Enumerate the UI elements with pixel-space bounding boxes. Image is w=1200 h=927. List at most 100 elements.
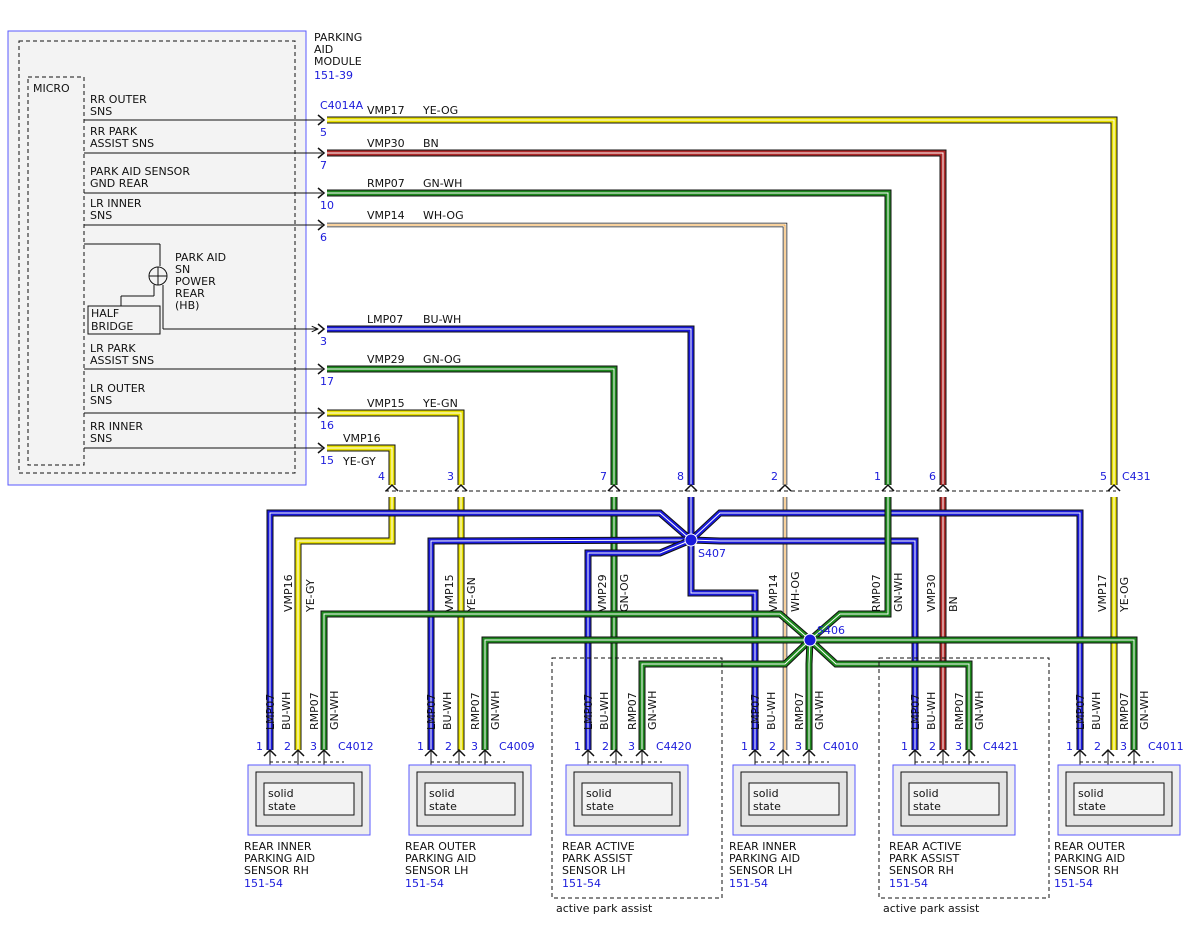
sensor-state-text: state bbox=[913, 800, 941, 813]
svg-text:HALF: HALF bbox=[91, 307, 119, 320]
wire-rmp07-s1 bbox=[481, 636, 810, 750]
wire-rmp07-s5 bbox=[810, 636, 1138, 750]
module-pin-function: SNS bbox=[90, 209, 112, 222]
sensor-ref: 151-54 bbox=[562, 877, 601, 890]
vertical-color-label: YE-GN bbox=[465, 577, 478, 613]
c431-pin-number: 8 bbox=[677, 470, 684, 483]
c431-pin-number: 2 bbox=[771, 470, 778, 483]
c431-pin-number: 5 bbox=[1100, 470, 1107, 483]
wire-vmp17 bbox=[327, 116, 1118, 485]
sensor-wire-circuit: LMP07 bbox=[264, 694, 277, 730]
c431-pin-arrow-icon bbox=[936, 483, 950, 492]
svg-text:151-39: 151-39 bbox=[314, 69, 353, 82]
svg-text:AID: AID bbox=[314, 43, 333, 56]
module-inner-dashed bbox=[18, 40, 296, 474]
sensor-name-line: REAR OUTER bbox=[405, 840, 477, 853]
sensor-ref: 151-54 bbox=[729, 877, 768, 890]
sensor-wire-color: GN-WH bbox=[489, 691, 502, 730]
module-pin-function: ASSIST SNS bbox=[90, 137, 154, 150]
vertical-circuit-label: VMP30 bbox=[925, 574, 938, 612]
sensor-wire-color: BU-WH bbox=[765, 692, 778, 730]
svg-text:SN: SN bbox=[175, 263, 190, 276]
vertical-circuit-label: VMP29 bbox=[596, 574, 609, 612]
sensor-pin-number: 1 bbox=[1066, 740, 1073, 753]
wire-color-label: GN-WH bbox=[423, 177, 462, 190]
pin-arrow-icon bbox=[317, 407, 326, 419]
sensor-pin-number: 1 bbox=[901, 740, 908, 753]
sensor-solid-state-box bbox=[908, 782, 1000, 816]
connector-c431-label: C431 bbox=[1122, 470, 1151, 483]
wire-rmp07 bbox=[327, 189, 892, 485]
sensor-wire-color: GN-WH bbox=[973, 691, 986, 730]
sensor-wire-color: GN-WH bbox=[328, 691, 341, 730]
sensor-c4009 bbox=[408, 764, 532, 836]
sensor-name-line: SENSOR RH bbox=[889, 864, 954, 877]
sensor-c4010 bbox=[732, 764, 856, 836]
module-pin-function: SNS bbox=[90, 394, 112, 407]
vertical-circuit-label: RMP07 bbox=[870, 574, 883, 612]
sensor-name-line: PARKING AID bbox=[405, 852, 476, 865]
pin-arrow-icon bbox=[317, 442, 326, 454]
sensor-name-line: REAR ACTIVE bbox=[562, 840, 635, 853]
vertical-color-label: GN-OG bbox=[618, 574, 631, 612]
sensor-pin-number: 3 bbox=[628, 740, 635, 753]
module-pin-number: 7 bbox=[320, 159, 327, 172]
sensor-wire-circuit: LMP07 bbox=[749, 694, 762, 730]
sensor-solid-text: solid bbox=[913, 787, 939, 800]
sensor-pin-number: 3 bbox=[795, 740, 802, 753]
sensor-pin-number: 2 bbox=[1094, 740, 1101, 753]
wire-circuit-label: VMP14 bbox=[367, 209, 405, 222]
module-pin-number: 15 bbox=[320, 454, 334, 467]
wire-lmp07-s0 bbox=[266, 509, 694, 750]
sensor-wire-circuit: RMP07 bbox=[1118, 692, 1131, 730]
sensor-connector-label: C4421 bbox=[983, 740, 1019, 753]
c431-pin-arrow-icon bbox=[607, 483, 621, 492]
sensor-state-text: state bbox=[429, 800, 457, 813]
sensor-connector-label: C4011 bbox=[1148, 740, 1184, 753]
sensor-wire-circuit: RMP07 bbox=[308, 692, 321, 730]
vertical-circuit-label: VMP15 bbox=[443, 574, 456, 612]
wire-lmp07-s3 bbox=[687, 540, 759, 750]
pin-arrow-icon bbox=[317, 187, 326, 199]
pin-arrow-icon bbox=[317, 219, 326, 231]
sensor-name-line: SENSOR LH bbox=[729, 864, 792, 877]
c431-pin-arrow-icon bbox=[1107, 483, 1121, 492]
module-pin-function: GND REAR bbox=[90, 177, 149, 190]
sensor-solid-text: solid bbox=[268, 787, 294, 800]
sensor-solid-text: solid bbox=[586, 787, 612, 800]
pin-arrow-icon bbox=[317, 147, 326, 159]
sensor-pin-number: 1 bbox=[417, 740, 424, 753]
wire-circuit-label: VMP17 bbox=[367, 104, 405, 117]
sensor-wire-circuit: LMP07 bbox=[425, 694, 438, 730]
c431-pin-arrow-icon bbox=[454, 483, 468, 492]
sensor-name-line: PARKING AID bbox=[729, 852, 800, 865]
wire-rmp07-s2 bbox=[638, 637, 813, 750]
sensor-pin-number: 3 bbox=[955, 740, 962, 753]
sensor-wire-circuit: LMP07 bbox=[1074, 694, 1087, 730]
pin-arrow-icon bbox=[317, 363, 326, 375]
sensor-name-line: PARKING AID bbox=[244, 852, 315, 865]
sensor-wire-circuit: LMP07 bbox=[909, 694, 922, 730]
sensor-name-line: REAR INNER bbox=[244, 840, 312, 853]
wire-color-label: GN-OG bbox=[423, 353, 461, 366]
sensor-state-text: state bbox=[268, 800, 296, 813]
sensor-wire-circuit: RMP07 bbox=[469, 692, 482, 730]
sensor-pin-number: 3 bbox=[310, 740, 317, 753]
module-pin-number: 5 bbox=[320, 126, 327, 139]
sensor-name-line: SENSOR LH bbox=[562, 864, 625, 877]
wire-circuit-label: VMP30 bbox=[367, 137, 405, 150]
c431-pin-number: 6 bbox=[929, 470, 936, 483]
svg-text:MODULE: MODULE bbox=[314, 55, 362, 68]
module-pin-function: ASSIST SNS bbox=[90, 354, 154, 367]
sensor-ref: 151-54 bbox=[405, 877, 444, 890]
sensor-pin-number: 1 bbox=[741, 740, 748, 753]
wire-lmp07-s5 bbox=[688, 509, 1084, 750]
splice-s407-label: S407 bbox=[698, 547, 726, 560]
sensor-solid-state-box bbox=[424, 782, 516, 816]
svg-text:POWER: POWER bbox=[175, 275, 216, 288]
sensor-name-line: REAR INNER bbox=[729, 840, 797, 853]
sensor-solid-state-box bbox=[581, 782, 673, 816]
c431-pin-number: 4 bbox=[378, 470, 385, 483]
wire-vmp16-down bbox=[294, 497, 396, 750]
